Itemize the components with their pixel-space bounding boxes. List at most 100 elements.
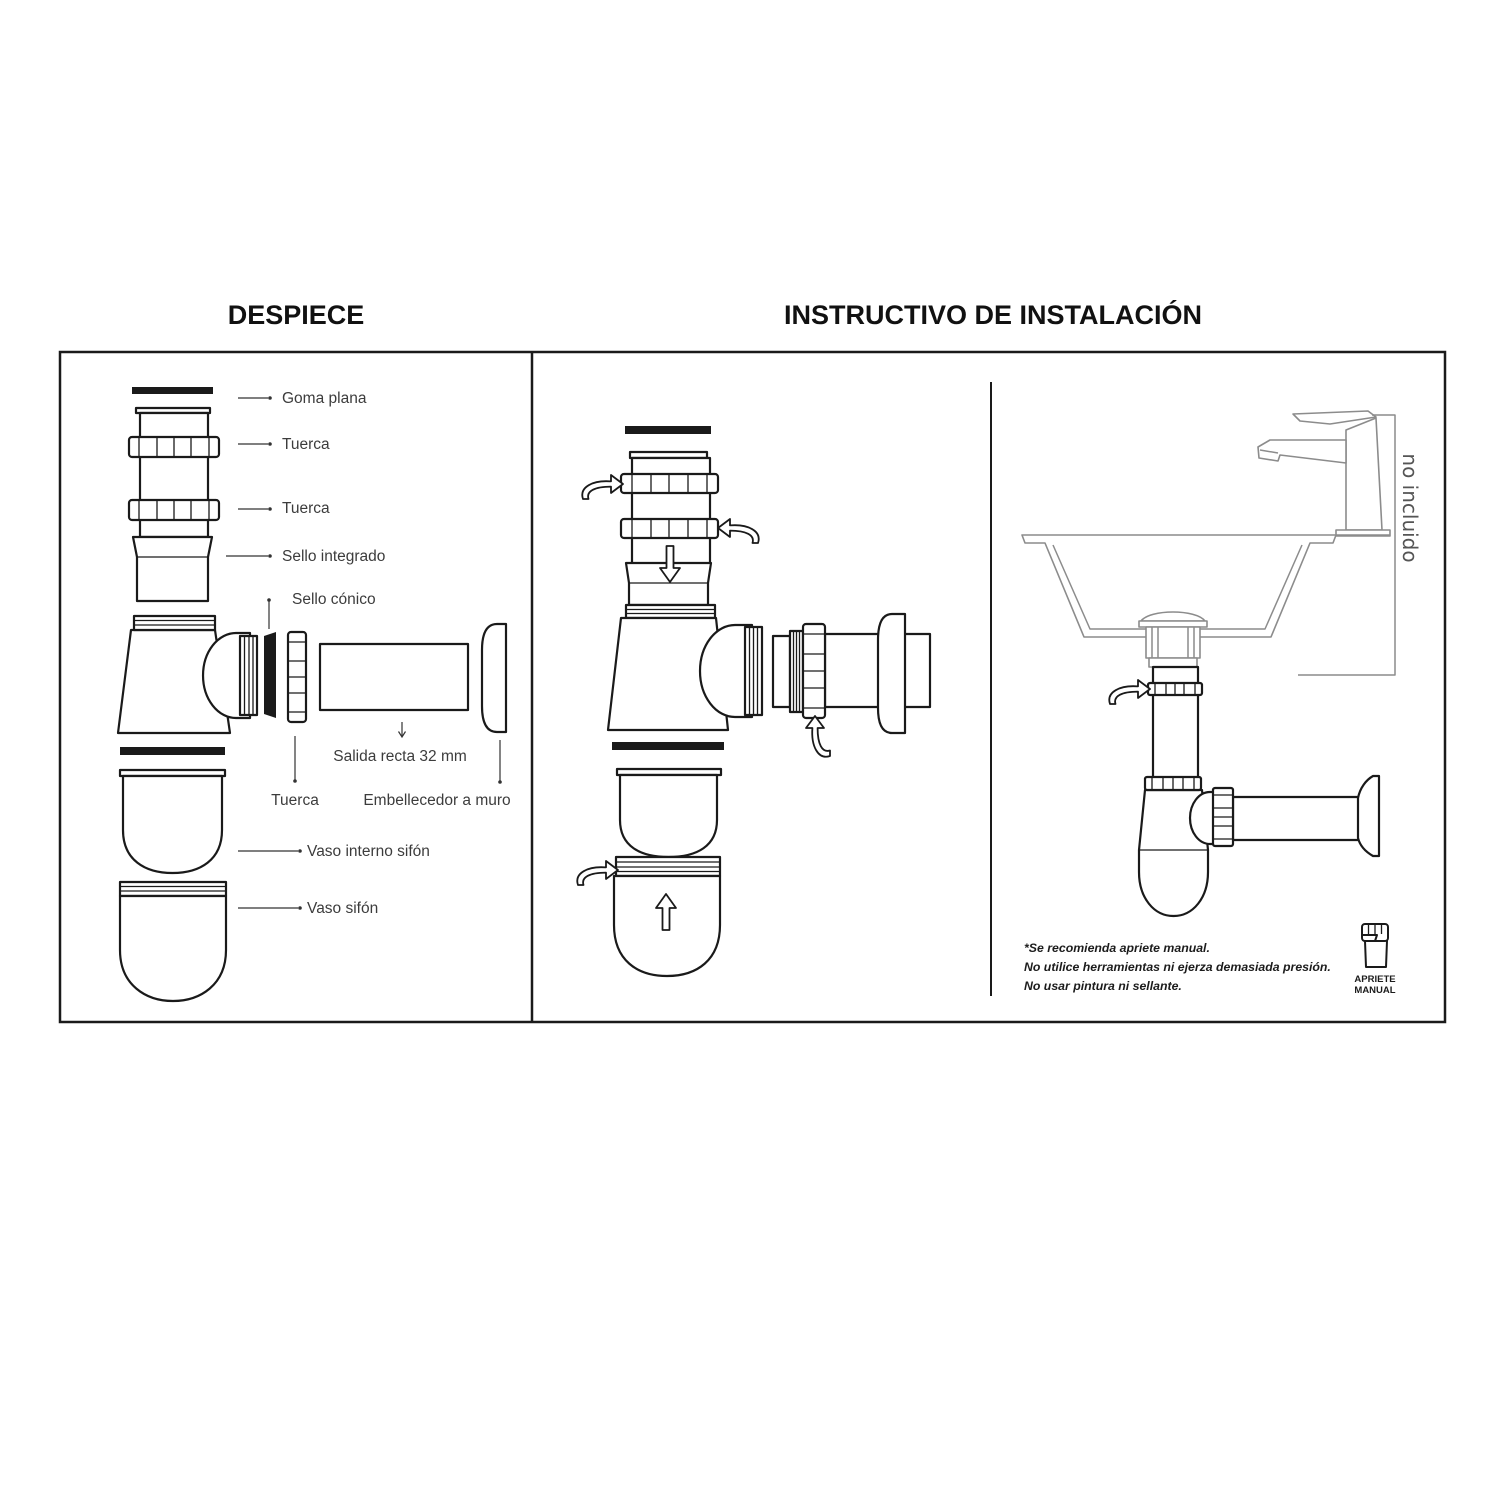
- siphon-body: [606, 603, 764, 732]
- seal-body: [131, 535, 214, 603]
- label-text: Tuerca: [271, 792, 319, 809]
- fist-wrist: [1364, 940, 1388, 968]
- body-shell: [606, 616, 730, 732]
- label-text: Tuerca: [282, 436, 330, 453]
- label-vaso-sifon: Vaso sifón: [238, 900, 378, 917]
- vaso-interno-part: [118, 747, 227, 875]
- installed-siphon: [1108, 665, 1381, 918]
- nut-lower: [619, 517, 720, 540]
- label-tuerca-3: Tuerca: [271, 736, 319, 809]
- leader-dot: [268, 442, 272, 446]
- label-embellecedor: Embellecedor a muro: [363, 740, 511, 809]
- label-text: Vaso sifón: [307, 900, 378, 917]
- outlet-thread-lines: [748, 627, 759, 715]
- title-despiece: DESPIECE: [228, 300, 365, 330]
- drain-lower: [1148, 657, 1198, 668]
- fist-icon: [1361, 923, 1389, 968]
- outlet-thread-lines: [243, 636, 254, 715]
- exploded-view: Goma plana Tuerca Tuerca Sello integrado…: [116, 387, 511, 1003]
- label-sello-integrado: Sello integrado: [226, 548, 385, 565]
- label-text: Salida recta 32 mm: [333, 748, 467, 765]
- leader-dot: [293, 779, 297, 783]
- thread-lines: [134, 619, 215, 626]
- wall-escutcheon: [1356, 774, 1381, 858]
- not-included-label: no incluido: [1398, 453, 1422, 562]
- badge-line-2: MANUAL: [1354, 985, 1395, 996]
- label-sello-conico: Sello cónico: [267, 591, 376, 629]
- cup-thread-lines: [616, 861, 720, 873]
- label-text: Embellecedor a muro: [363, 792, 510, 809]
- drain-body: [1145, 626, 1201, 659]
- fist-finger-lines: [1367, 924, 1383, 934]
- label-goma-plana: Goma plana: [238, 390, 367, 407]
- tuerca-part-1: [127, 435, 221, 459]
- drain-flange: [1138, 620, 1208, 628]
- leader-dot: [498, 780, 502, 784]
- cone-seal: [771, 634, 792, 709]
- note-line-1: *Se recomienda apriete manual.: [1024, 941, 1210, 955]
- label-salida-recta: Salida recta 32 mm: [333, 722, 467, 765]
- nut-facets: [631, 519, 708, 538]
- leader-dot: [268, 554, 272, 558]
- not-included-bracket: no incluido: [1298, 414, 1422, 676]
- fist-thumb: [1361, 934, 1378, 942]
- top-thread: [132, 614, 217, 632]
- label-tuerca-1: Tuerca: [238, 436, 330, 453]
- faucet-lever: [1292, 410, 1377, 425]
- outlet-nut-facets: [803, 633, 825, 709]
- inner-seal-ring: [120, 747, 225, 755]
- top-thread: [624, 603, 717, 620]
- leader-dot: [298, 906, 302, 910]
- nut-upper: [619, 472, 720, 495]
- nut-upper-facets: [1154, 683, 1196, 695]
- faucet-aerator: [1259, 449, 1279, 454]
- leader-dot: [298, 849, 302, 853]
- goma-plana-part: [132, 387, 213, 394]
- label-text: Sello cónico: [292, 591, 376, 608]
- thread-ring-lines: [792, 631, 801, 712]
- label-text: Goma plana: [282, 390, 367, 407]
- nut-facets: [631, 474, 708, 493]
- side-outlet: [698, 623, 754, 719]
- basin-outer: [1021, 534, 1337, 638]
- leader-dot: [267, 598, 271, 602]
- hand-tighten-badge: APRIETE MANUAL: [1354, 923, 1396, 996]
- sello-integrado-part: [131, 535, 214, 603]
- inner-cup: [121, 774, 224, 875]
- outer-frame: [58, 350, 1447, 1024]
- thread-lines: [626, 608, 715, 615]
- inner-seal-ring: [612, 742, 724, 750]
- inner-cup: [618, 773, 719, 859]
- assembly-steps: [576, 426, 932, 978]
- label-text: Vaso interno sifón: [307, 843, 430, 860]
- outlet-nut-facets: [1213, 794, 1233, 840]
- cup-thread-lines: [120, 885, 226, 892]
- sello-conico-part: [264, 632, 276, 718]
- embellecedor-part: [480, 622, 508, 734]
- installed-view: no incluido *Se recomienda apriete: [1021, 410, 1422, 996]
- side-outlet: [201, 631, 252, 720]
- outlet-pipe: [1231, 795, 1362, 842]
- label-text: Tuerca: [282, 500, 330, 517]
- tuerca-part-3: [286, 630, 308, 724]
- nut-facets: [138, 437, 210, 457]
- drain-body-lines: [1151, 627, 1195, 658]
- nut-facets: [138, 500, 210, 520]
- label-text: Sello integrado: [282, 548, 385, 565]
- label-vaso-interno: Vaso interno sifón: [238, 843, 430, 860]
- nut-lower-facets: [1151, 777, 1195, 790]
- outer-cup: [118, 894, 228, 1003]
- panels-frame: [58, 350, 1447, 1024]
- faucet-body: [1345, 417, 1383, 531]
- bracket-line: [1298, 414, 1396, 676]
- faucet-base: [1335, 529, 1391, 537]
- nut-facets: [288, 641, 306, 713]
- wall-escutcheon: [876, 612, 907, 735]
- leader-dot: [268, 507, 272, 511]
- label-tuerca-2: Tuerca: [238, 500, 330, 517]
- siphon-body-part: [116, 614, 259, 735]
- installation-notes: *Se recomienda apriete manual. No utilic…: [1024, 941, 1331, 993]
- faucet-spout: [1257, 439, 1347, 464]
